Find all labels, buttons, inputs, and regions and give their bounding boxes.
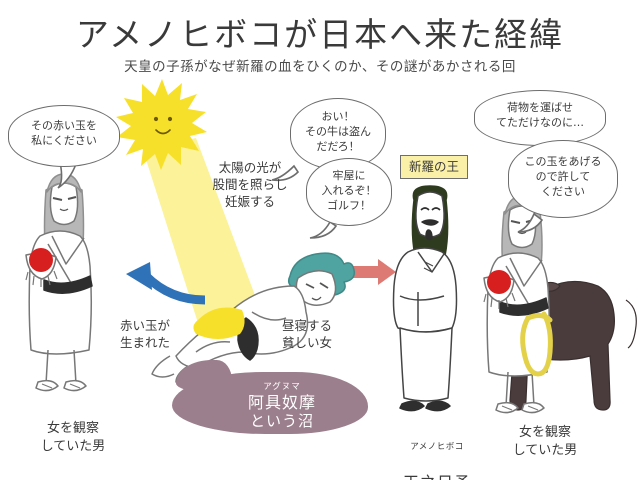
curved-left-arrow-icon [126, 262, 206, 305]
swamp-furigana: アグヌマ [263, 382, 301, 392]
bubble-give-me-ball: その赤い玉を 私にください [8, 105, 120, 167]
bubble-take-this-ball: この玉をあげる ので許して ください [508, 140, 618, 218]
caption-left-man: 女を観察 していた男 [40, 421, 106, 455]
note-sun-impregnation: 太陽の光が 股間を照らし 妊娠する [212, 160, 288, 209]
left-observer-man [25, 173, 93, 392]
napping-woman [151, 252, 356, 385]
swamp-name: 阿具奴摩 [247, 393, 316, 412]
swamp-suffix: という沼 [249, 412, 314, 431]
silla-king-figure [392, 185, 458, 412]
caption-furigana: アメノヒボコ [410, 442, 464, 453]
note-napping-woman: 昼寝する 貧しい女 [282, 318, 333, 350]
caption-amenohiboko: アメノヒボコ 天之日矛 [382, 424, 492, 480]
page-subtitle: 天皇の子孫がなぜ新羅の血をひくのか、その謎があかされる回 [124, 59, 516, 75]
sun-ray-icon [143, 138, 268, 345]
rope-icon [520, 311, 553, 377]
swamp-label: アグヌマ 阿具奴摩 という沼 [212, 374, 352, 430]
silla-king-label: 新羅の王 [400, 155, 468, 179]
caption-name: 天之日矛 [382, 472, 492, 480]
page-title: アメノヒボコが日本へ来た経緯 [75, 15, 565, 54]
bubble-just-carrying: 荷物を運ばせ てただけなのに… [474, 90, 606, 146]
right-arrow-icon [352, 259, 396, 285]
swamp-shape [172, 372, 368, 434]
right-observer-man [483, 195, 551, 414]
caption-right-man: 女を観察 していた男 [512, 425, 578, 459]
bubble-jail: 牢屋に 入れるぞ！ ゴルフ！ [306, 158, 392, 226]
note-red-ball-born: 赤い玉が 生まれた [120, 318, 171, 350]
sun-smiling-icon [116, 79, 207, 170]
